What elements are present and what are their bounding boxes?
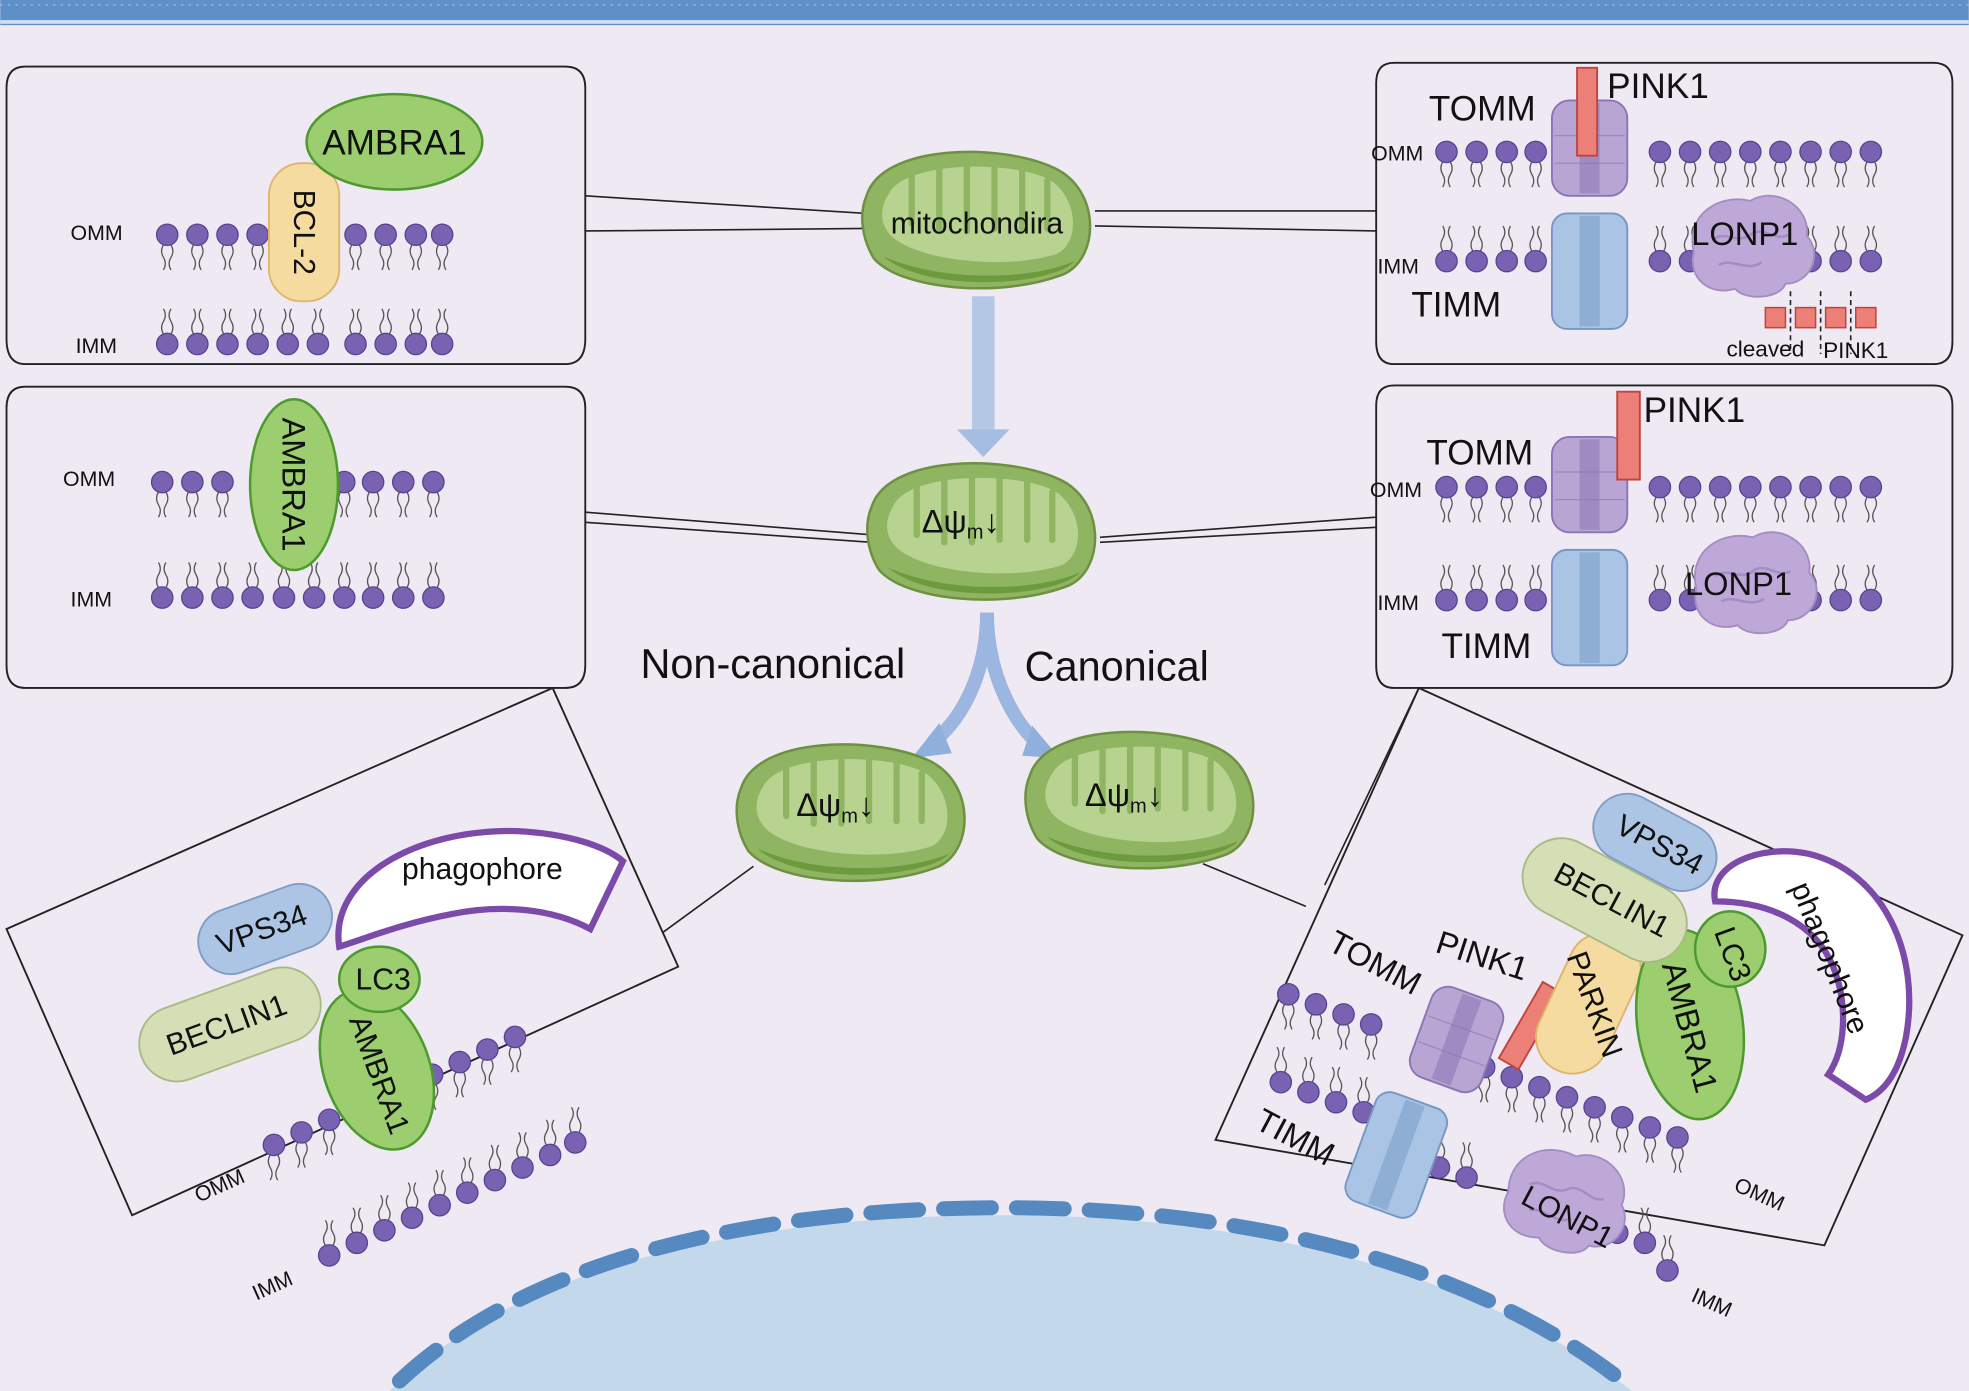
svg-text:Δψm↓: Δψm↓	[1085, 776, 1163, 817]
lonp1-label: LONP1	[1685, 565, 1792, 602]
svg-text:LC3: LC3	[356, 963, 411, 996]
cleaved-pink1-label: PINK1	[1823, 338, 1888, 363]
lonp1-label: LONP1	[1691, 215, 1798, 252]
lc3-protein: LC3	[1693, 910, 1767, 989]
arrow-down-depolarization	[956, 296, 1010, 457]
box-ambra1-omm: OMM IMM AMBRA1	[5, 385, 587, 689]
omm-label: OMM	[1371, 142, 1423, 166]
tomm-label: TOMM	[1429, 90, 1536, 129]
imm-label: IMM	[1377, 255, 1418, 279]
ambra1-protein: AMBRA1	[248, 397, 340, 572]
box-pink1-import: TOMM PINK1 OMM IMM LONP1 TIMM cleaved PI…	[1371, 61, 1954, 366]
svg-text:Δψm↓: Δψm↓	[922, 502, 1000, 543]
timm-channel	[1551, 548, 1629, 667]
svg-text:BCL-2: BCL-2	[287, 190, 320, 275]
lc3-protein: LC3	[337, 945, 421, 1014]
mitochondrion-healthy: mitochondira	[862, 152, 1090, 288]
mitochondrion-depolarized: Δψm↓	[867, 463, 1095, 599]
nucleus	[389, 1200, 1633, 1391]
box-ambra1-bcl2: OMM IMM BCL-2 AMBRA1	[5, 65, 587, 366]
timm-label: TIMM	[1411, 285, 1501, 324]
pink1-label: PINK1	[1644, 391, 1746, 430]
svg-text:AMBRA1: AMBRA1	[322, 123, 467, 162]
parkin-protein: PARKIN	[1535, 931, 1642, 1075]
pink1-protein	[1616, 390, 1641, 481]
mito-label: mitochondira	[891, 208, 1064, 241]
pink1-protein	[1576, 66, 1599, 157]
svg-text:AMBRA1: AMBRA1	[276, 418, 313, 552]
box-pink1-accumulation: TOMM PINK1 OMM IMM LONP1 TIMM	[1370, 384, 1954, 689]
vps34-protein: VPS34	[197, 882, 333, 976]
timm-label: TIMM	[1441, 627, 1531, 666]
timm-channel	[1551, 212, 1629, 330]
tomm-label: TOMM	[1426, 434, 1533, 473]
imm-label: IMM	[1377, 591, 1418, 615]
imm-label: IMM	[249, 1266, 297, 1305]
top-border-band	[0, 0, 1969, 26]
beclin1-protein: BECLIN1	[138, 966, 322, 1083]
imm-label: IMM	[71, 587, 112, 611]
mitochondrion-noncanonical: Δψm↓	[737, 744, 965, 880]
box-canonical-mitophagy: PARKIN AMBRA1 LC3 BECLIN1 VPS34 phagopho…	[1214, 686, 1964, 1322]
cleaved-pink1-fragments	[1764, 291, 1877, 355]
omm-label: OMM	[71, 221, 123, 245]
pathway-label-noncanonical: Non-canonical	[641, 641, 906, 687]
arrow-split	[911, 612, 1060, 759]
cleaved-label: cleaved	[1726, 337, 1804, 362]
phagophore: phagophore	[335, 827, 627, 951]
pathway-label-canonical: Canonical	[1025, 643, 1209, 689]
tomm-channel	[1551, 435, 1629, 534]
pink1-label: PINK1	[1607, 67, 1709, 106]
omm-label: OMM	[63, 467, 115, 491]
omm-label: OMM	[1370, 478, 1422, 502]
imm-label: IMM	[1688, 1283, 1736, 1322]
svg-text:phagophore: phagophore	[402, 853, 563, 886]
imm-label: IMM	[76, 334, 117, 358]
vps34-protein: VPS34	[1592, 792, 1718, 892]
box-noncanonical-mitophagy: AMBRA1 LC3 BECLIN1 VPS34 phagophore OMM …	[5, 686, 680, 1305]
ambra1-protein: AMBRA1	[318, 988, 436, 1151]
bcl2-protein: BCL-2	[267, 162, 341, 303]
svg-text:Δψm↓: Δψm↓	[796, 786, 874, 827]
mitochondrion-canonical: Δψm↓	[1025, 732, 1253, 868]
ambra1-protein: AMBRA1	[305, 92, 484, 191]
